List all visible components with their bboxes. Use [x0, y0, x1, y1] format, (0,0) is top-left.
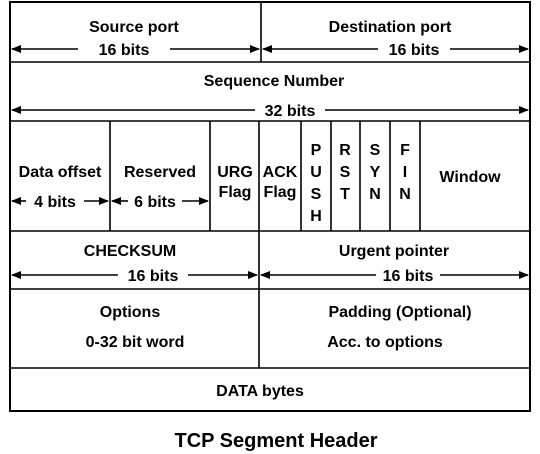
- source-port-size: 16 bits: [99, 42, 150, 59]
- rst-flag-letter: S: [340, 164, 351, 181]
- ack-flag-label: Flag: [264, 184, 297, 201]
- psh-flag-letter: U: [310, 164, 322, 181]
- data-bytes-label: DATA bytes: [216, 383, 304, 400]
- data-offset-label: Data offset: [19, 164, 102, 181]
- psh-flag-letter: H: [310, 208, 322, 225]
- padding-detail: Acc. to options: [327, 334, 443, 351]
- reserved-size: 6 bits: [134, 194, 176, 211]
- sequence-number-size: 32 bits: [265, 103, 316, 120]
- destination-port-size: 16 bits: [389, 42, 440, 59]
- checksum-size: 16 bits: [128, 268, 179, 285]
- rst-flag-letter: R: [339, 142, 351, 159]
- fin-flag-letter: N: [399, 186, 411, 203]
- syn-flag-letter: Y: [370, 164, 381, 181]
- urgent-pointer-size: 16 bits: [383, 268, 434, 285]
- psh-flag-letter: S: [311, 186, 322, 203]
- psh-flag-letter: P: [311, 142, 322, 159]
- urgent-pointer-label: Urgent pointer: [339, 243, 449, 260]
- diagram-title: TCP Segment Header: [174, 430, 377, 452]
- fin-flag-letter: I: [403, 164, 407, 181]
- urg-flag-name: URG: [217, 164, 253, 181]
- syn-flag-letter: S: [370, 142, 381, 159]
- fin-flag-letter: F: [400, 142, 410, 159]
- destination-port-label: Destination port: [329, 19, 452, 36]
- options-detail: 0-32 bit word: [86, 334, 185, 351]
- rst-flag-letter: T: [340, 186, 350, 203]
- data-offset-size: 4 bits: [34, 194, 76, 211]
- window-label: Window: [439, 169, 501, 186]
- checksum-label: CHECKSUM: [84, 243, 176, 260]
- reserved-label: Reserved: [124, 164, 196, 181]
- urg-flag-label: Flag: [219, 184, 252, 201]
- header-frame: [9, 1, 531, 412]
- source-port-label: Source port: [89, 19, 179, 36]
- padding-label: Padding (Optional): [328, 304, 471, 321]
- sequence-number-label: Sequence Number: [204, 73, 344, 90]
- syn-flag-letter: N: [369, 186, 381, 203]
- ack-flag-name: ACK: [263, 164, 298, 181]
- options-label: Options: [100, 304, 161, 321]
